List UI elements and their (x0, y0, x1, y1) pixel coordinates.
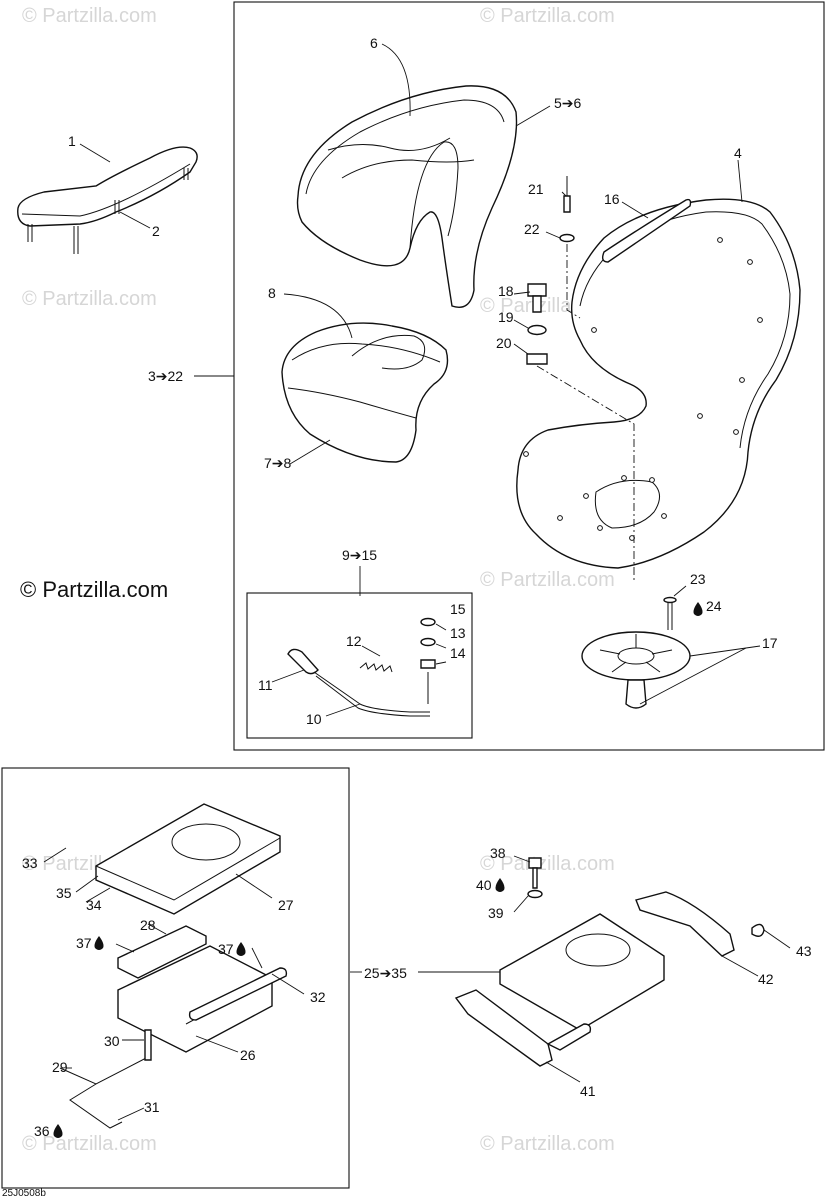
oil-drop-icon (693, 602, 703, 616)
label-part-24-group: 24 (693, 598, 722, 616)
label-part-42: 42 (758, 971, 774, 987)
label-part-30: 30 (104, 1033, 120, 1049)
label-part-37b-group: 37 (218, 941, 246, 957)
label-part-36: 36 (34, 1123, 50, 1139)
watermark: © Partzilla.com (480, 1133, 615, 1155)
label-part-37: 37 (218, 941, 234, 957)
part-4-seat-shell (516, 198, 801, 569)
part-1-pad (17, 146, 198, 254)
part-21-pin (563, 176, 571, 213)
label-part-19: 19 (498, 309, 514, 325)
label-part-27: 27 (278, 897, 294, 913)
part-38-bolt (528, 857, 542, 889)
watermark: © Partzilla.com (22, 288, 157, 310)
part-43-knob (751, 923, 765, 937)
label-part-13: 13 (450, 625, 466, 641)
part-19-washer (527, 324, 547, 336)
label-part-32: 32 (310, 989, 326, 1005)
part-27-plate (95, 803, 281, 915)
label-part-29: 29 (52, 1059, 68, 1075)
part-labels: 1 2 3➔22 4 5➔6 6 7➔8 8 9➔15 10 11 12 13 … (22, 35, 812, 1139)
label-part-18: 18 (498, 283, 514, 299)
part-12-spring (359, 662, 393, 673)
label-part-41: 41 (580, 1083, 596, 1099)
part-41-bracket (454, 989, 592, 1067)
label-part-3-22: 3➔22 (148, 368, 183, 384)
watermarks: © Partzilla.com © Partzilla.com © Partzi… (22, 5, 615, 1155)
label-part-10: 10 (306, 711, 322, 727)
part-25-plate (499, 913, 665, 1031)
label-part-2: 2 (152, 223, 160, 239)
label-part-31: 31 (144, 1099, 160, 1115)
label-part-28: 28 (140, 917, 156, 933)
label-part-37: 37 (76, 935, 92, 951)
oil-drop-icon (236, 942, 246, 956)
label-part-21: 21 (528, 181, 544, 197)
oil-drop-icon (53, 1124, 63, 1138)
watermark: © Partzilla.com (22, 1133, 157, 1155)
part-20-nut (526, 353, 548, 365)
part-13-15-hardware (420, 617, 436, 704)
label-part-35: 35 (56, 885, 72, 901)
label-part-16: 16 (604, 191, 620, 207)
leader-lines (43, 43, 791, 1121)
part-11-handle (287, 648, 430, 717)
part-8-seat-cushion (281, 322, 449, 463)
part-29-bar (59, 1055, 151, 1129)
part-26-base (117, 945, 288, 1053)
label-part-36-group: 36 (34, 1123, 63, 1139)
part-39-washer (527, 889, 543, 899)
label-part-25-35: 25➔35 (364, 965, 407, 981)
slide-base-frame (1, 767, 350, 1189)
label-part-11: 11 (258, 677, 273, 693)
label-part-37a-group: 37 (76, 935, 104, 951)
label-part-38: 38 (490, 845, 506, 861)
assembly-axis (536, 365, 635, 580)
label-part-17: 17 (762, 635, 778, 651)
label-part-22: 22 (524, 221, 540, 237)
label-part-15: 15 (450, 601, 466, 617)
label-part-1: 1 (68, 133, 76, 149)
watermark: © Partzilla.com (480, 853, 615, 875)
label-part-33: 33 (22, 855, 38, 871)
label-part-40-group: 40 (476, 877, 505, 893)
label-part-6: 6 (370, 35, 378, 51)
label-part-5-6: 5➔6 (554, 95, 582, 111)
partzilla-logo-text: © Partzilla.com (20, 577, 168, 602)
part-30-pin (144, 1029, 152, 1061)
oil-drop-icon (94, 936, 104, 950)
drawing-code: 25J0508b (2, 1188, 46, 1199)
oil-drop-icon (495, 878, 505, 892)
part-6-backrest (296, 85, 518, 308)
part-23-screw (663, 596, 677, 630)
label-part-7-8: 7➔8 (264, 455, 292, 471)
label-part-24: 24 (706, 598, 722, 614)
latch-kit-frame (246, 592, 473, 739)
label-part-14: 14 (450, 645, 466, 661)
label-part-12: 12 (346, 633, 362, 649)
label-part-34: 34 (86, 897, 102, 913)
watermark: © Partzilla.com (480, 569, 615, 591)
watermark: © Partzilla.com (480, 5, 615, 27)
watermark: © Partzilla.com (22, 5, 157, 27)
label-part-8: 8 (268, 285, 276, 301)
label-part-40: 40 (476, 877, 492, 893)
part-17-swivel-base (581, 631, 691, 709)
assembly-axis (566, 244, 581, 319)
part-16-strap (601, 198, 692, 263)
label-part-39: 39 (488, 905, 504, 921)
label-part-43: 43 (796, 943, 812, 959)
label-part-26: 26 (240, 1047, 256, 1063)
label-part-23: 23 (690, 571, 706, 587)
part-42-bracket (635, 891, 735, 957)
label-part-20: 20 (496, 335, 512, 351)
label-part-4: 4 (734, 145, 742, 161)
part-28-rail (117, 925, 207, 979)
label-part-9-15: 9➔15 (342, 547, 377, 563)
part-22-washer (559, 233, 575, 243)
